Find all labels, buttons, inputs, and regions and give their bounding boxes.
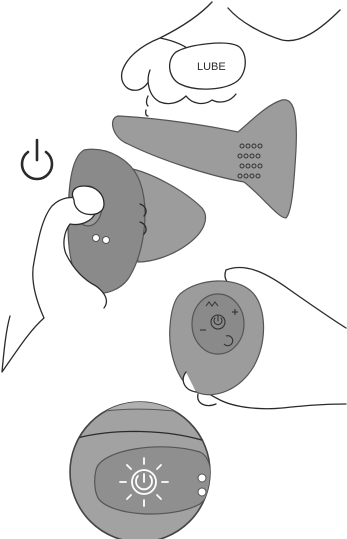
closeup-edge [70, 430, 210, 445]
dot-pattern [237, 143, 263, 179]
lube-bottle [169, 42, 246, 90]
led-dot-1 [92, 234, 100, 242]
thumb-left [71, 185, 105, 216]
closeup-button-panel [94, 446, 210, 515]
closeup-led-dot-2 [197, 487, 207, 497]
plug-panel [111, 99, 297, 219]
power-panel [1, 138, 207, 373]
plus-icon[interactable] [232, 309, 238, 315]
plug-body [111, 99, 297, 219]
power-button[interactable] [210, 314, 226, 330]
hand-fingers [147, 69, 237, 105]
remote-button-pad [191, 293, 245, 355]
vibration-icon [205, 301, 219, 307]
lube-bottle-label: LUBE [197, 61, 226, 73]
lube-drop [144, 95, 149, 117]
closeup-led-dot-1 [197, 473, 207, 483]
plug-ridges [139, 203, 147, 235]
plug-tip-back [127, 167, 207, 263]
remote-panel [169, 266, 347, 410]
cycle-icon[interactable] [223, 335, 234, 347]
lube-panel: LUBE [120, 1, 341, 117]
light-glow-icon [119, 457, 169, 507]
fingers-under-remote [182, 371, 217, 407]
power-icon [20, 138, 54, 181]
closeup-panel [69, 401, 211, 539]
led-dot-2 [102, 236, 110, 244]
